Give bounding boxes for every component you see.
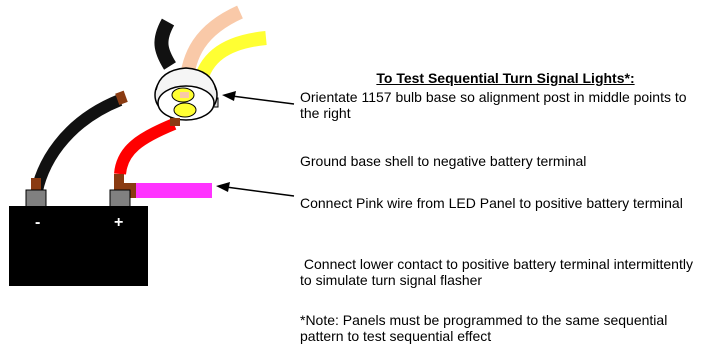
battery-negative-terminal [25,189,47,208]
ground-wire-end-top [115,90,128,106]
bulb-base [154,67,219,121]
arrow-to-alignment-post [222,91,295,105]
red-wire-end [114,174,124,190]
battery-positive-terminal [109,189,131,208]
black-bulb-wire [154,18,177,70]
ground-wire [30,94,123,198]
red-wire [114,118,177,175]
battery-positive-label: + [114,214,123,231]
arrow-to-pink-wire [216,182,295,197]
instruction-orientate-bulb: Orientate 1157 bulb base so alignment po… [300,89,687,121]
red-wire-lower-contact [170,118,180,126]
pink-wire [136,183,212,198]
battery-negative-label: - [35,214,40,231]
instruction-connect-pink-wire: Connect Pink wire from LED Panel to posi… [300,195,683,211]
instruction-connect-lower-contact: Connect lower contact to positive batter… [300,256,697,288]
battery-body [9,206,148,286]
ground-wire-end-bottom [31,178,41,192]
programming-note: *Note: Panels must be programmed to the … [300,312,668,344]
instruction-ground-shell: Ground base shell to negative battery te… [300,153,587,169]
instructions-title: To Test Sequential Turn Signal Lights*: [376,70,635,86]
